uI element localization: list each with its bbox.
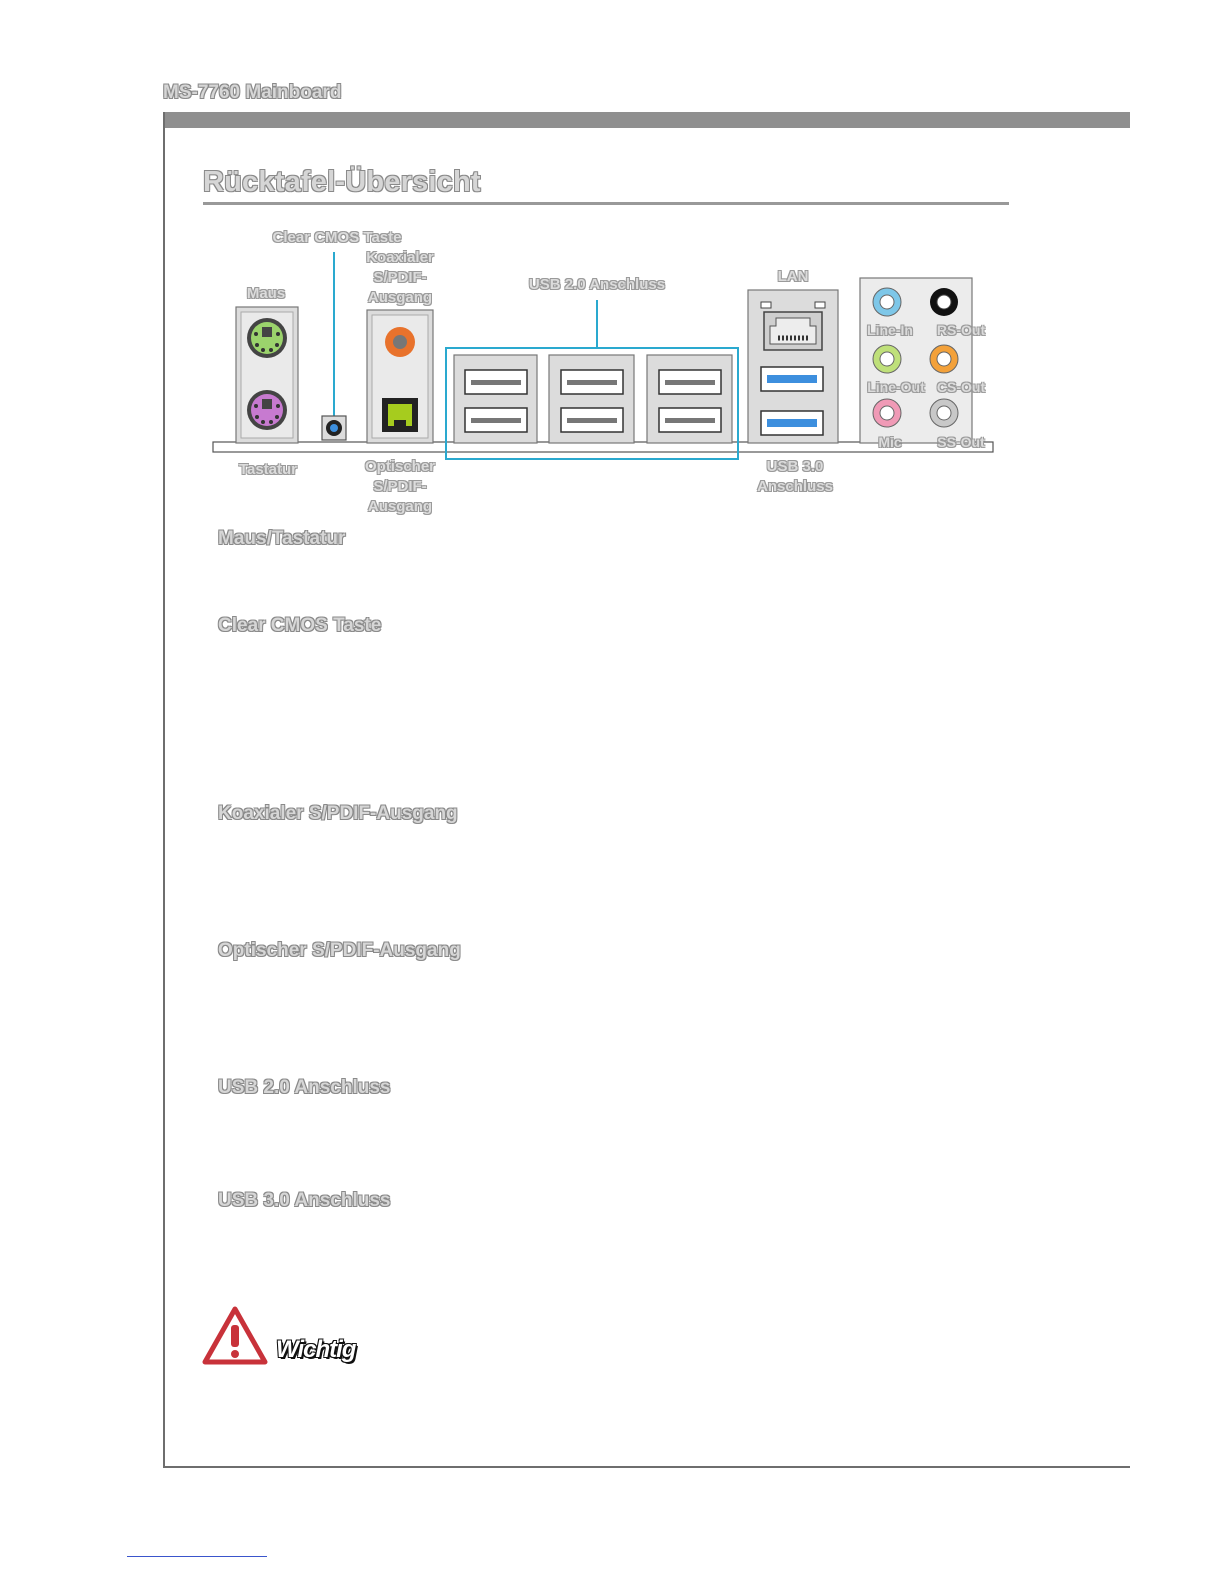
section-title: Rücktafel-Übersicht — [203, 166, 481, 198]
label-rs-out: RS-Out — [936, 322, 986, 338]
label-usb20: USB 2.0 Anschluss — [528, 276, 666, 293]
heading-usb30: USB 3.0 Anschluss — [218, 1190, 391, 1211]
warning-label: Wichtig — [276, 1336, 356, 1363]
label-cs-out: CS-Out — [936, 379, 986, 395]
optical-spdif-port-icon — [382, 398, 418, 432]
usb30-port-top-icon — [760, 366, 824, 392]
label-ss-out: SS-Out — [937, 434, 985, 450]
cs-out-jack-icon — [929, 344, 959, 374]
rs-out-jack-icon — [930, 288, 958, 316]
heading-usb20: USB 2.0 Anschluss — [218, 1077, 391, 1098]
label-maus: Maus — [246, 285, 286, 302]
mic-jack-icon — [872, 398, 902, 428]
heading-clear-cmos: Clear CMOS Taste — [218, 615, 382, 636]
usb20-stack-1 — [453, 354, 538, 444]
usb20-highlight-frame — [445, 347, 739, 460]
usb20-stack-2 — [548, 354, 635, 444]
heading-koaxial-spdif: Koaxialer S/PDIF-Ausgang — [218, 803, 458, 824]
left-margin-rule — [163, 112, 165, 1468]
ps2-mouse-port-icon — [247, 318, 287, 358]
footer-link-underline — [127, 1556, 267, 1557]
label-line-out: Line-Out — [867, 379, 925, 395]
label-coaxial-spdif: Koaxialer S/PDIF- Ausgang — [366, 249, 434, 306]
label-line-in: Line-In — [867, 322, 913, 338]
heading-maus-tastatur: Maus/Tastatur — [218, 528, 346, 549]
coaxial-spdif-port-icon — [385, 327, 415, 357]
header-bar — [165, 112, 1130, 128]
bottom-rule — [163, 1466, 1130, 1468]
ps2-port-block — [235, 306, 299, 444]
label-usb30: USB 3.0 Anschluss — [757, 458, 833, 495]
label-clear-cmos: Clear CMOS Taste — [272, 229, 402, 246]
line-in-jack-icon — [872, 287, 902, 317]
ss-out-jack-icon — [929, 398, 959, 428]
back-panel-diagram — [212, 252, 994, 460]
line-out-jack-icon — [872, 344, 902, 374]
audio-jack-block — [859, 277, 973, 444]
label-mic: Mic — [878, 434, 902, 450]
label-optical-spdif: Optischer S/PDIF- Ausgang — [364, 458, 436, 515]
label-lan: LAN — [777, 268, 809, 285]
page-header-title: MS-7760 Mainboard — [163, 82, 342, 103]
clear-cmos-button-icon — [321, 252, 347, 441]
label-tastatur: Tastatur — [238, 461, 298, 478]
ps2-keyboard-port-icon — [247, 390, 287, 430]
lan-usb30-block — [747, 289, 839, 444]
section-title-rule — [203, 202, 1009, 205]
lan-port-icon — [760, 301, 826, 351]
usb30-port-bottom-icon — [760, 410, 824, 436]
heading-optisch-spdif: Optischer S/PDIF-Ausgang — [218, 940, 461, 961]
spdif-port-block — [366, 309, 434, 444]
warning-triangle-icon — [202, 1306, 268, 1365]
usb20-stack-3 — [646, 354, 733, 444]
